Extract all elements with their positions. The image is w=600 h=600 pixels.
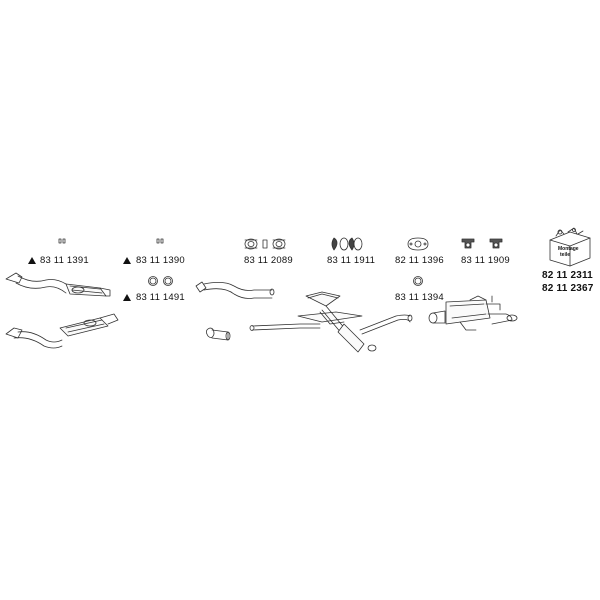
- seal-ring-icon: [413, 276, 423, 286]
- part-number-front-pipe-lower-a: 83 11 1390: [136, 255, 185, 266]
- part-number-front-pipe-lower-b: 83 11 1491: [136, 292, 185, 303]
- front-pipe-catalyst-lower: [5, 313, 119, 349]
- pair-mark-icon: [58, 238, 66, 244]
- part-number-kit-a: 82 11 2311: [542, 270, 593, 281]
- part-number-gasket-lower: 83 11 1394: [395, 292, 444, 303]
- part-number-clamps: 83 11 2089: [244, 255, 293, 266]
- part-number-kit-b: 82 11 2367: [542, 283, 594, 294]
- assembly-kit-box-icon: [549, 227, 591, 267]
- part-number-mounts: 83 11 1909: [461, 255, 510, 266]
- flex-pipe-piece: [206, 327, 231, 341]
- part-number-front-pipe-upper: 83 11 1391: [40, 255, 89, 266]
- intermediate-pipe: [195, 281, 275, 299]
- center-muffler-assembly: [249, 291, 413, 353]
- gasket-icon: [407, 237, 429, 251]
- front-pipe-catalyst-upper: [5, 272, 111, 297]
- clamp-icon: [244, 238, 286, 250]
- part-number-gasket: 82 11 1396: [395, 255, 444, 266]
- rubber-hanger-icon: [331, 237, 363, 251]
- rear-muffler-assembly: [428, 295, 518, 331]
- part-number-hangers: 83 11 1911: [327, 255, 376, 266]
- seal-ring-icon: [148, 276, 173, 286]
- mount-icon: [461, 238, 503, 249]
- kit-box-text-line2: teile: [560, 252, 570, 258]
- pair-mark-icon: [156, 238, 164, 244]
- warning-triangle-icon: [123, 294, 131, 301]
- warning-triangle-icon: [28, 257, 36, 264]
- warning-triangle-icon: [123, 257, 131, 264]
- kit-box-text-line1: Montage: [558, 246, 579, 252]
